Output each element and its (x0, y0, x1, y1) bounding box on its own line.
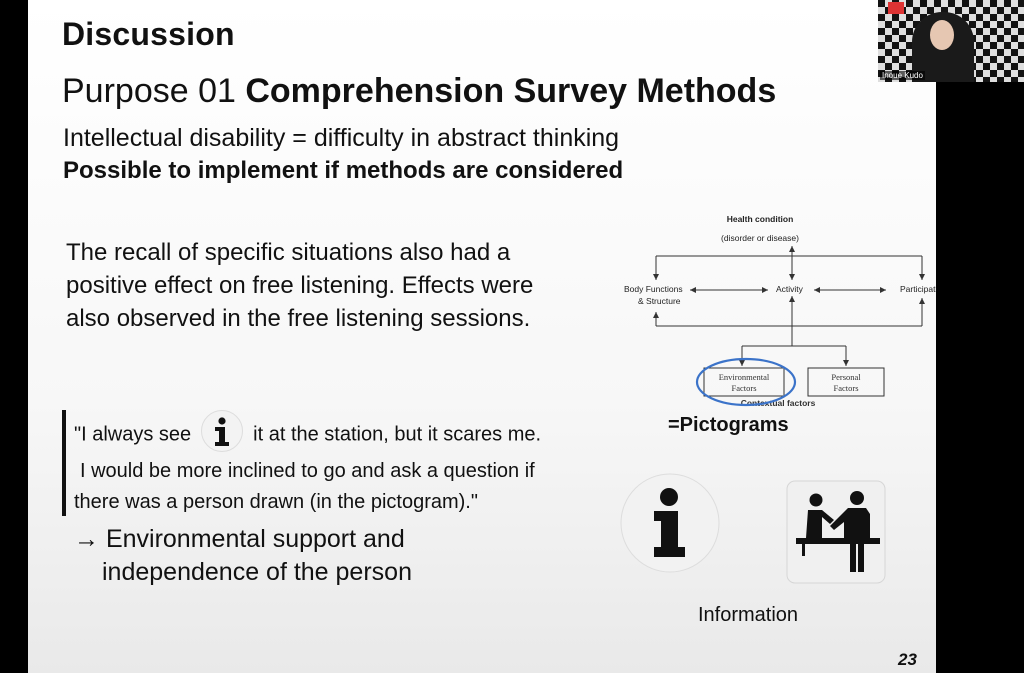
body-functions-label: Body Functions (624, 284, 683, 294)
information-counter-icon (786, 480, 886, 584)
contextual-label: Contextual factors (741, 398, 816, 408)
participation-label: Participation (900, 284, 936, 294)
environmental-label: Environmental (719, 372, 770, 382)
intro-bold-line: Possible to implement if methods are con… (63, 157, 624, 184)
video-thumbnail[interactable]: Inoue Kudo (878, 0, 1024, 82)
info-icon (201, 410, 244, 452)
activity-label: Activity (776, 284, 804, 294)
body-paragraph: The recall of specific situations also h… (66, 236, 596, 335)
quote-part1: "I always see (74, 423, 192, 446)
conclusion-line: independence of the person (102, 558, 412, 586)
environmental-label-2: Factors (731, 383, 756, 393)
pictograms-label: =Pictograms (668, 414, 789, 436)
conclusion: → Environmental support and independence… (74, 523, 412, 589)
quote-line: there was a person drawn (in the pictogr… (74, 491, 478, 513)
purpose-bold: Comprehension Survey Methods (245, 72, 777, 110)
personal-label: Personal (831, 372, 861, 382)
speaker-badge (888, 2, 904, 14)
highlight-ellipse (695, 357, 797, 407)
presentation-slide: Discussion Purpose 01 Comprehension Surv… (28, 0, 936, 673)
quote-line: I would be more inclined to go and ask a… (80, 460, 535, 482)
health-condition-sub-label: (disorder or disease) (721, 233, 799, 243)
paragraph-line: positive effect on free listening. Effec… (66, 272, 534, 299)
page-number: 23 (898, 650, 917, 669)
health-condition-label: Health condition (727, 214, 794, 224)
quote-part2: it at the station, but it scares me. (253, 423, 542, 446)
purpose-prefix: Purpose 01 (62, 72, 246, 110)
information-pictogram-icon (620, 473, 720, 573)
quote-block: "I always see it at the station, but it s… (74, 410, 594, 518)
paragraph-line: also observed in the free listening sess… (66, 305, 531, 332)
body-structure-label: & Structure (638, 296, 681, 306)
speaker-name: Inoue Kudo (880, 71, 925, 80)
paragraph-line: The recall of specific situations also h… (66, 239, 511, 266)
conclusion-line: → Environmental support and (74, 525, 405, 553)
information-label: Information (698, 604, 799, 626)
intro-line: Intellectual disability = difficulty in … (63, 124, 620, 152)
personal-label-2: Factors (833, 383, 858, 393)
purpose-heading: Purpose 01 Comprehension Survey Methods (62, 72, 776, 111)
speaker-face (930, 20, 954, 50)
slide-title: Discussion (62, 16, 235, 52)
quote-bar (62, 410, 66, 516)
icf-diagram: Health condition (disorder or disease) B… (624, 214, 936, 408)
